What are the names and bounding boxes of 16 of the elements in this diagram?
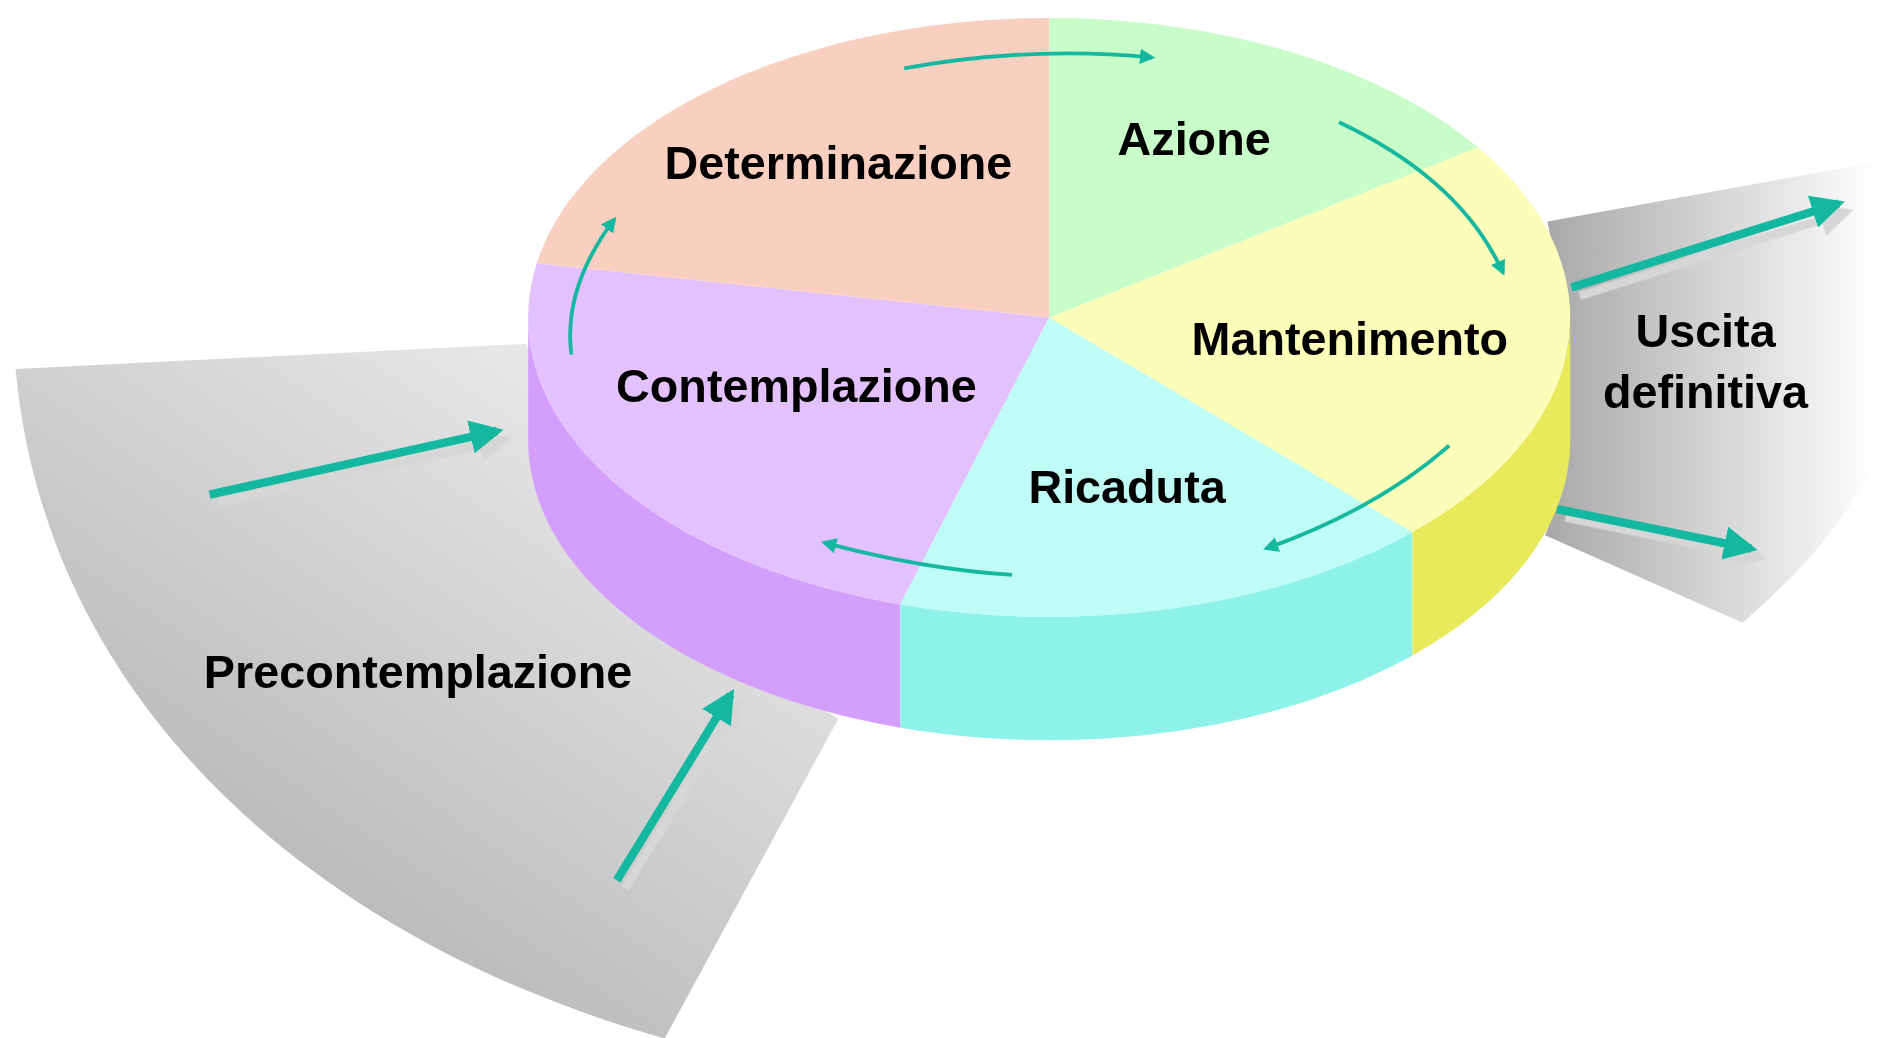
stage-label: Mantenimento xyxy=(1191,312,1509,367)
arrow xyxy=(903,48,1156,71)
stage-label: Determinazione xyxy=(664,136,1013,191)
arrow xyxy=(1556,504,1758,560)
stage-label: Azione xyxy=(1117,112,1271,167)
stage-label: Precontemplazione xyxy=(203,645,633,700)
arrow xyxy=(1338,120,1505,276)
arrow xyxy=(821,538,1013,577)
stage-label: Ricaduta xyxy=(1028,459,1226,515)
stage-label: Contemplazione xyxy=(616,359,977,414)
arrow xyxy=(613,688,735,883)
arrow xyxy=(1263,444,1451,552)
stage-label: Uscita definitiva xyxy=(1602,303,1810,419)
arrow xyxy=(568,216,617,355)
arrow xyxy=(208,420,504,499)
arrow xyxy=(1570,195,1845,292)
